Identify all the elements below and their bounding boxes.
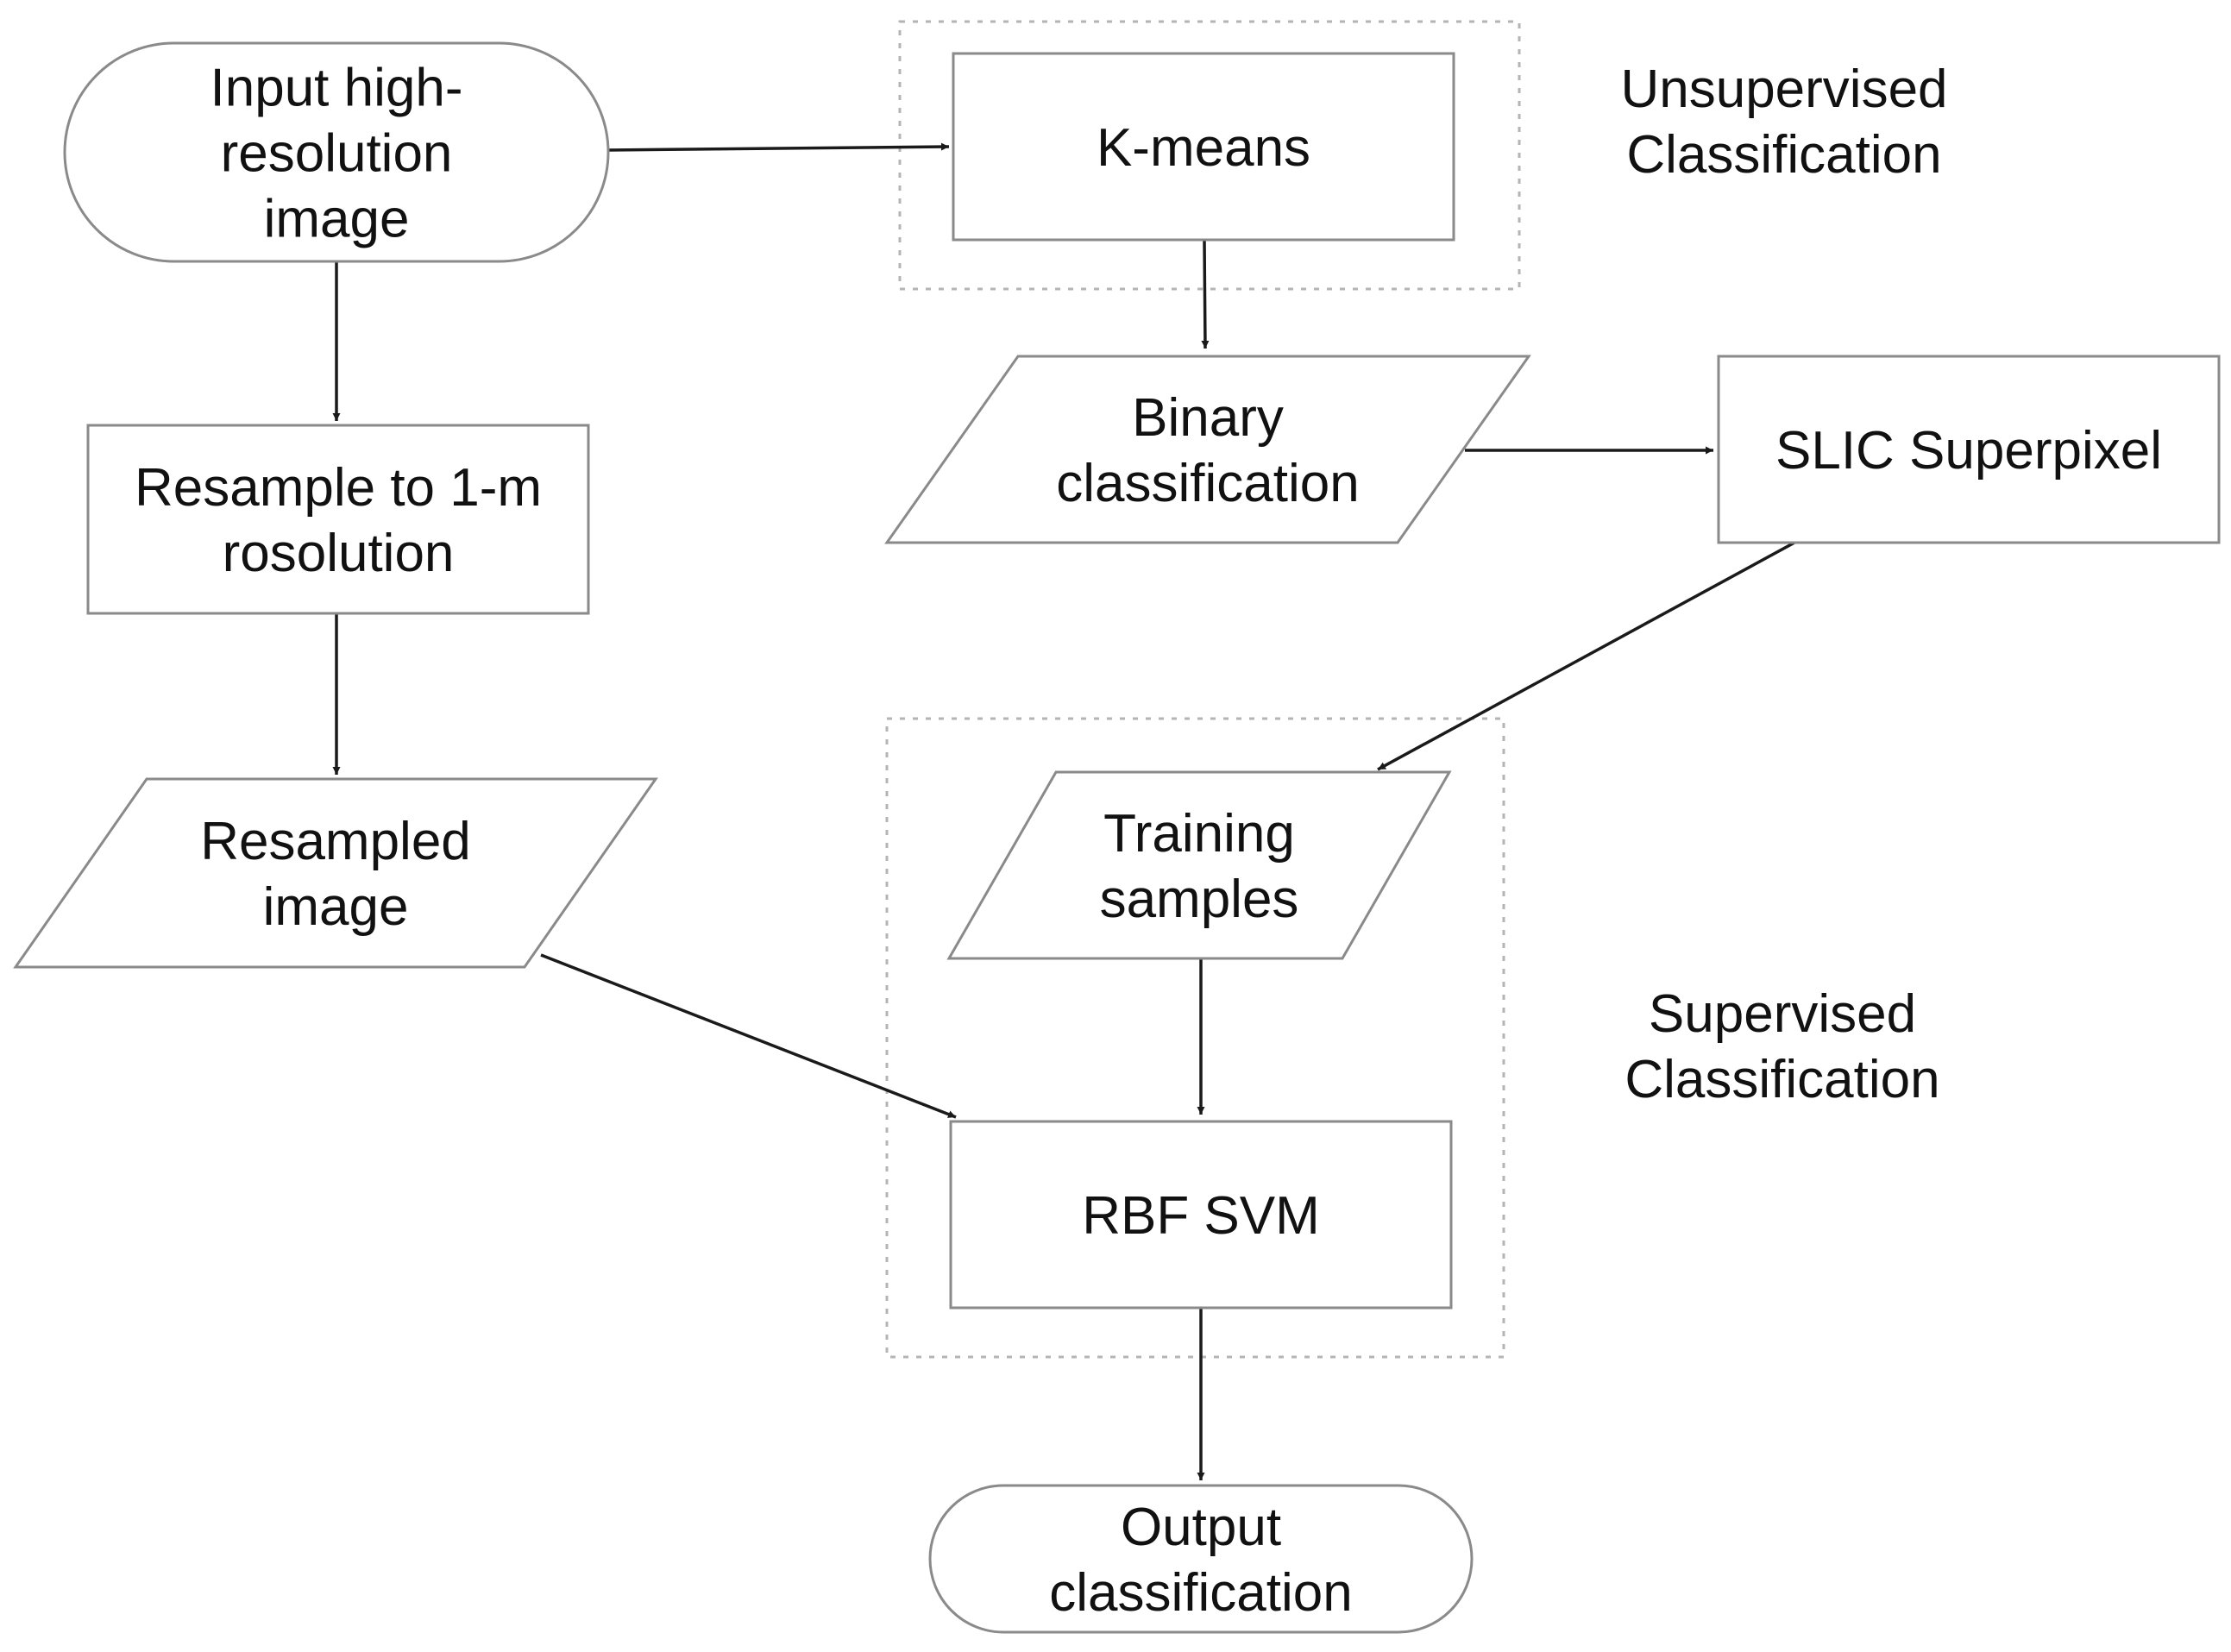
input-label-line: Input high- — [211, 59, 463, 118]
svm-label: RBF SVM — [1082, 1186, 1320, 1246]
supervised-group-label-line: Classification — [1625, 1050, 1939, 1109]
slic-label-line: SLIC Superpixel — [1775, 421, 2162, 481]
svm-process-shape — [949, 1120, 1453, 1310]
slic-label: SLIC Superpixel — [1775, 421, 2162, 481]
binary-data-shape — [884, 355, 1531, 544]
unsupervised-group-label-line: Classification — [1626, 125, 1941, 185]
kmeans-label: K-means — [1097, 118, 1310, 178]
resample-process-shape — [86, 424, 590, 615]
resampled-label: Resampled image — [200, 812, 471, 937]
resampled-label-line: image — [263, 877, 409, 937]
resample-label-line: Resample to 1-m — [135, 458, 542, 518]
input-label-line: image — [264, 190, 410, 249]
training-label: Training samples — [1100, 804, 1299, 929]
arrow-kmeans-to-binary — [1201, 239, 1210, 349]
binary-label-line: Binary — [1132, 388, 1284, 448]
unsupervised-group-box — [898, 20, 1521, 291]
resampled-node: Resampled image — [13, 777, 658, 969]
kmeans-node: K-means — [952, 52, 1455, 242]
unsupervised-group-label-line: Unsupervised — [1620, 60, 1947, 119]
training-node: Training samples — [946, 770, 1452, 960]
binary-node: Binary classification — [884, 355, 1531, 544]
resampled-label-line: Resampled — [200, 812, 471, 871]
training-label-line: samples — [1100, 870, 1299, 929]
arrow-slic-to-training — [1377, 541, 1795, 771]
output-label: Output classification — [1049, 1498, 1352, 1623]
resample-node: Resample to 1-m rosolution — [86, 424, 590, 615]
kmeans-process-shape — [952, 52, 1455, 242]
output-terminator-shape — [928, 1484, 1474, 1634]
kmeans-label-line: K-means — [1097, 118, 1310, 178]
slic-process-shape — [1717, 355, 2221, 544]
output-node: Output classification — [928, 1484, 1474, 1634]
input-label: Input high-resolution image — [211, 59, 463, 249]
binary-label-line: classification — [1056, 454, 1359, 513]
supervised-group-label-line: Supervised — [1649, 984, 1916, 1044]
input-terminator-shape — [63, 41, 610, 263]
resampled-data-shape — [13, 777, 658, 969]
resample-label: Resample to 1-m rosolution — [135, 458, 542, 583]
arrow-resampled-to-svm — [540, 953, 957, 1119]
training-data-shape — [946, 770, 1452, 960]
supervised-group-box — [885, 717, 1505, 1359]
input-label-line: resolution — [221, 124, 453, 184]
output-label-line: Output — [1121, 1498, 1281, 1557]
input-node: Input high-resolution image — [63, 41, 610, 263]
slic-node: SLIC Superpixel — [1717, 355, 2221, 544]
edges-layer — [332, 142, 1795, 1480]
binary-label: Binary classification — [1056, 388, 1359, 513]
resample-label-line: rosolution — [223, 524, 455, 583]
svm-label-line: RBF SVM — [1082, 1186, 1320, 1246]
output-label-line: classification — [1049, 1563, 1352, 1623]
training-label-line: Training — [1103, 804, 1295, 864]
svm-node: RBF SVM — [949, 1120, 1453, 1310]
arrow-input-to-kmeans — [607, 142, 950, 152]
